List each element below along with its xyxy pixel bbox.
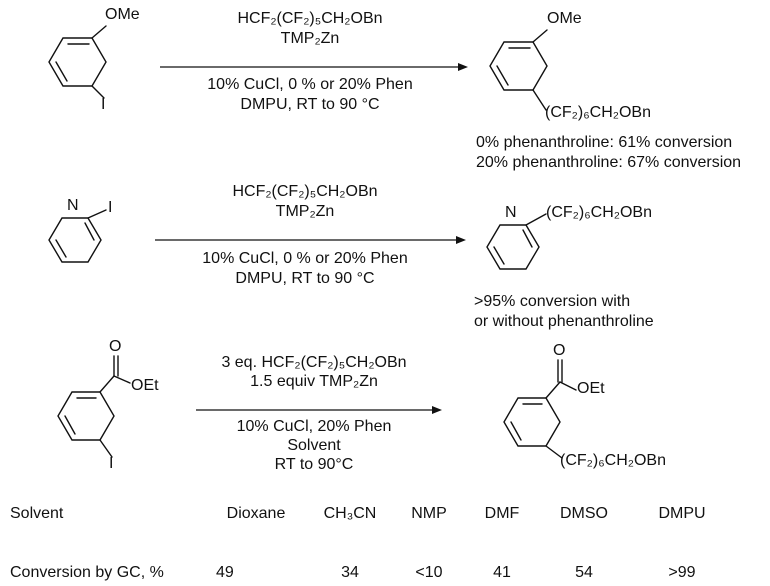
scheme1-reagent-1: HCF₂(CF₂)₅CH₂OBn [237,10,383,27]
scheme2-condition-1: 10% CuCl, 0 % or 20% Phen [202,250,408,267]
scheme2-condition-2: DMPU, RT to 90 °C [235,270,375,287]
scheme3-reactant-o-label: O [109,338,122,355]
table-conversion-cell: 49 [216,564,234,581]
scheme3-condition-1: 10% CuCl, 20% Phen [236,418,392,435]
scheme3-condition-2: Solvent [287,437,341,454]
scheme3-product-ring [503,359,577,459]
scheme2-reactant-n-label: N [65,197,81,215]
scheme2-result-2: or without phenanthroline [474,313,654,330]
table-conversion-cell: 34 [341,564,359,581]
scheme3-reactant-ring [57,355,131,458]
scheme3-product-oet-label: OEt [577,380,605,397]
scheme1-condition-1: 10% CuCl, 0 % or 20% Phen [207,76,413,93]
scheme2-reagent-2: TMP₂Zn [275,203,335,220]
scheme2-product-ring [486,213,547,270]
table-solvent-cell: Dioxane [226,505,286,522]
table-solvent-header: Solvent [10,505,64,522]
scheme1-product-ome-label: OMe [547,10,582,27]
table-conversion-cell: <10 [415,564,443,581]
scheme1-reactant-ring [48,25,107,99]
table-conversion-cell: >99 [668,564,696,581]
scheme3-product-chain-label: (CF₂)₆CH₂OBn [560,452,666,469]
scheme1-product-ring [489,29,548,111]
scheme3-condition-3: RT to 90°C [274,456,354,473]
scheme2-reagent-1: HCF₂(CF₂)₅CH₂OBn [232,183,378,200]
scheme3-reagent-1: 3 eq. HCF₂(CF₂)₅CH₂OBn [221,354,407,371]
scheme1-reactant-ome-label: OMe [105,6,140,23]
table-solvent-cell: DMSO [560,505,608,522]
scheme3-reactant-oet-label: OEt [131,377,159,394]
scheme1-reactant-iodo-label: I [101,96,106,113]
scheme2-reactant-ring [48,209,107,263]
table-conversion-cell: 41 [493,564,511,581]
table-conversion-header: Conversion by GC, % [10,564,164,581]
scheme3-product-o-label: O [553,342,566,359]
scheme1-result-2: 20% phenanthroline: 67% conversion [476,154,742,171]
scheme3-reagent-2: 1.5 equiv TMP₂Zn [250,373,378,390]
scheme3-reactant-iodo-label: I [109,455,114,472]
table-solvent-cell: DMF [484,505,520,522]
table-conversion-cell: 54 [575,564,593,581]
table-solvent-cell: DMPU [658,505,706,522]
table-solvent-cell: NMP [411,505,447,522]
scheme2-result-1: >95% conversion with [474,293,631,310]
scheme2-product-chain-label: (CF₂)₆CH₂OBn [546,204,652,221]
scheme1-product-chain-label: (CF₂)₆CH₂OBn [545,104,651,121]
scheme1-condition-2: DMPU, RT to 90 °C [240,96,380,113]
scheme1-result-1: 0% phenanthroline: 61% conversion [476,134,733,151]
scheme1-reagent-2: TMP₂Zn [280,30,340,47]
scheme2-reactant-iodo-label: I [108,199,113,216]
scheme2-product-n-label: N [503,204,519,222]
table-solvent-cell: CH₃CN [323,505,377,522]
